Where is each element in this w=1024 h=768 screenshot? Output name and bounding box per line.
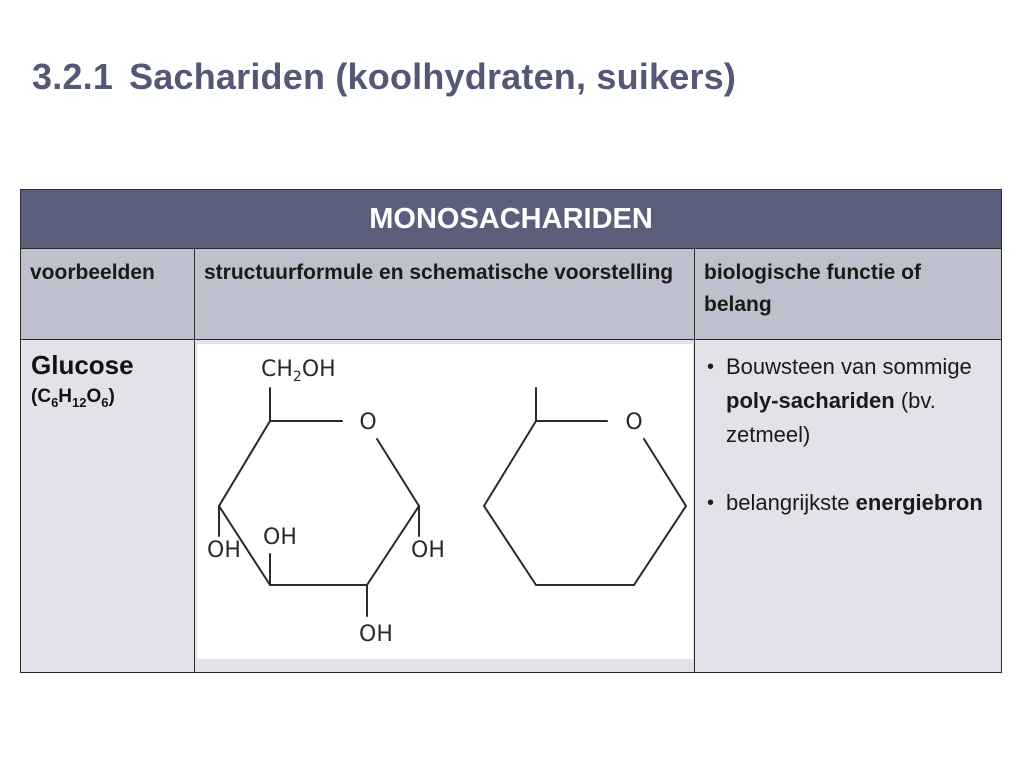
molecular-formula: (C6H12O6): [31, 386, 115, 410]
function-cell: Bouwsteen van sommige poly-sachariden (b…: [693, 339, 1003, 673]
structure-drawing: CH2OH O OH OH OH OH O: [196, 344, 693, 659]
table-heading: MONOSACHARIDEN: [19, 189, 1003, 249]
ch2oh-label: CH2OH: [261, 357, 336, 385]
column-header-structure: structuurformule en schematische voorste…: [194, 248, 695, 340]
ring-bond-o-c1: [375, 438, 420, 507]
structure-cell: CH2OH O OH OH OH OH O: [194, 339, 695, 673]
column-header-row: voorbeelden structuurformule en schemati…: [20, 248, 1003, 340]
schematic-bond-right-bottom: [632, 505, 687, 586]
table-row: Glucose (C6H12O6): [20, 339, 1003, 673]
schematic-oxygen-label: O: [625, 410, 642, 435]
example-name: Glucose: [31, 350, 134, 380]
list-item: belangrijkste energiebron: [705, 486, 991, 520]
schematic-bond-left-bottom: [482, 505, 537, 586]
schematic-bond-right-top: [642, 438, 687, 507]
oh-label-c2: OH: [359, 622, 393, 647]
example-cell: Glucose (C6H12O6): [20, 339, 195, 673]
monosaccharide-table: MONOSACHARIDEN voorbeelden structuurform…: [19, 189, 1003, 673]
schematic-bond-left-top: [482, 420, 537, 507]
glucose-structure-svg: CH2OH O OH OH OH OH O: [207, 357, 687, 647]
oh-label-c4: OH: [207, 538, 241, 563]
section-title: Sachariden (koolhydraten, suikers): [129, 56, 737, 97]
ring-bond-c5-c4: [217, 420, 271, 507]
slide-title: 3.2.1 Sachariden (koolhydraten, suikers): [32, 56, 736, 98]
oh-label-c1: OH: [411, 538, 445, 563]
function-list: Bouwsteen van sommige poly-sachariden (b…: [705, 350, 991, 520]
section-number: 3.2.1: [32, 56, 114, 97]
column-header-examples: voorbeelden: [20, 248, 195, 340]
list-item: Bouwsteen van sommige poly-sachariden (b…: [705, 350, 991, 452]
ring-oxygen-label: O: [359, 410, 376, 435]
ring-bond-c4-c3: [217, 505, 271, 586]
column-header-function: biologische functie of belang: [693, 248, 1003, 340]
oh-label-c3: OH: [263, 525, 297, 550]
ring-bond-c1-c2: [365, 505, 420, 586]
